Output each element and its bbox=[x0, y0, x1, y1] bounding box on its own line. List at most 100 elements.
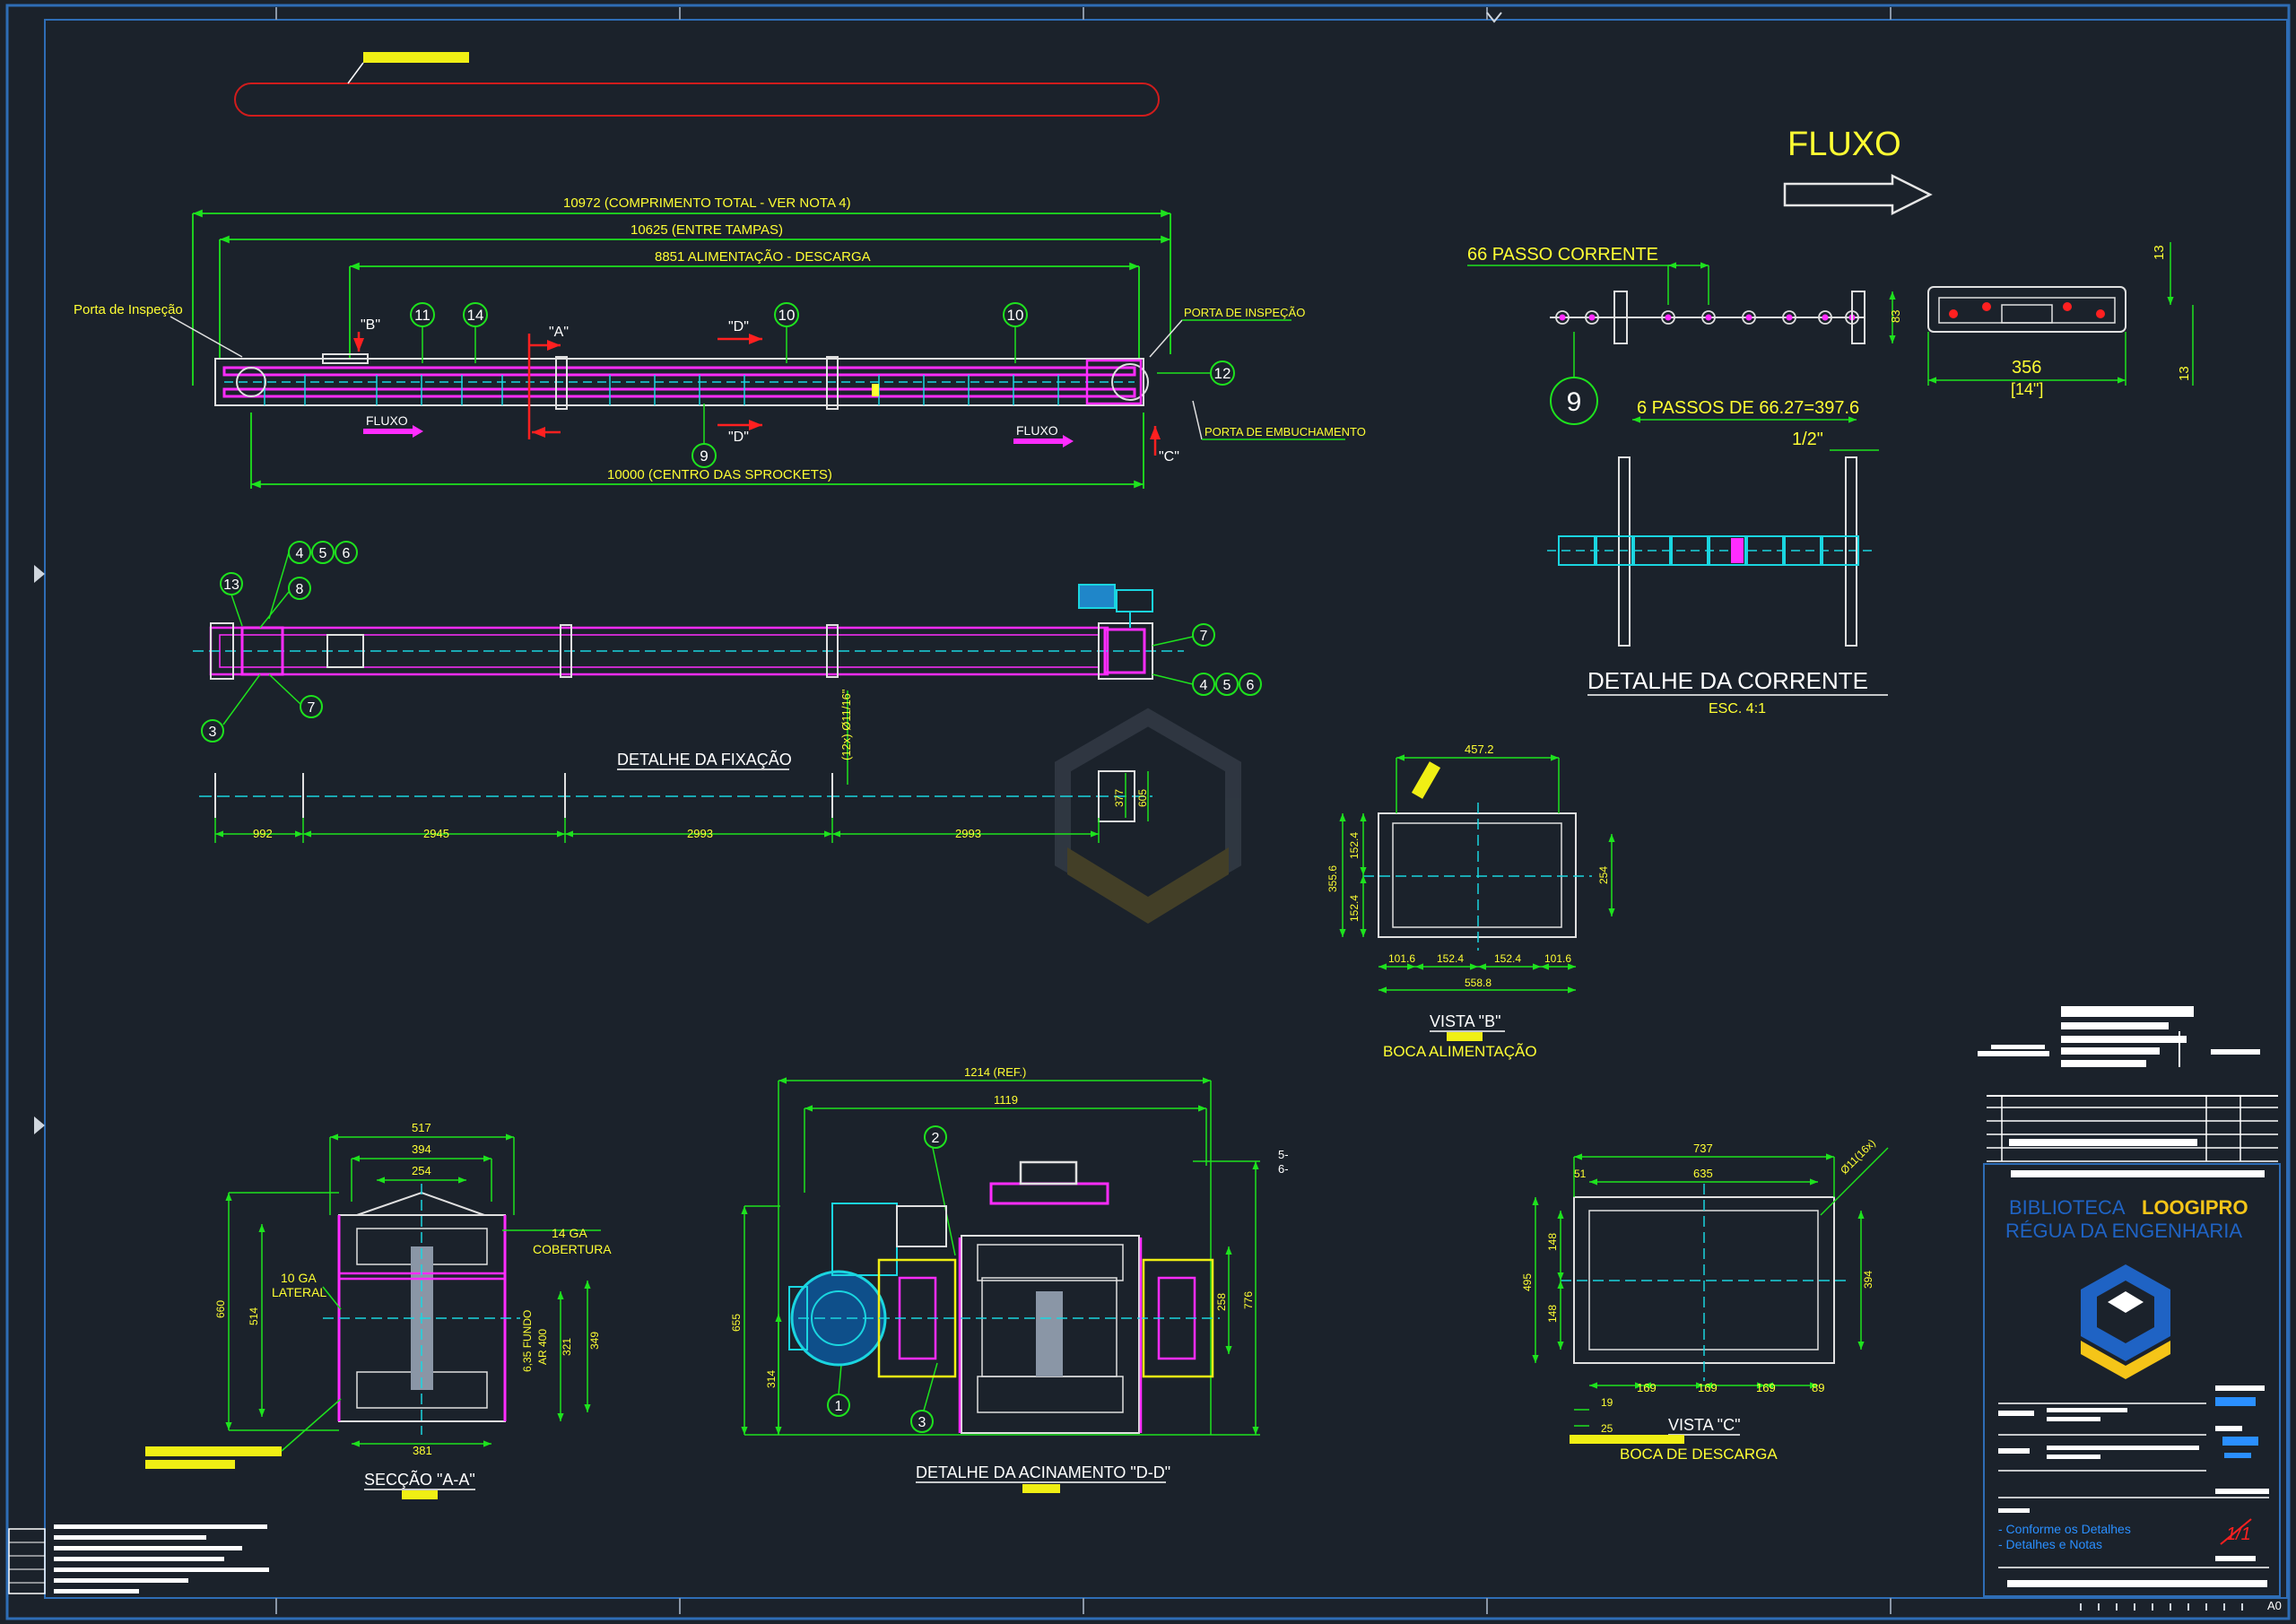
dim-alimentacao-descarga: 8851 ALIMENTAÇÃO - DESCARGA bbox=[655, 249, 871, 265]
fluxo-arrow-icon bbox=[1013, 435, 1074, 447]
dim-13-a: 13 bbox=[2152, 245, 2167, 260]
half-inch-label: 1/2" bbox=[1792, 430, 1823, 449]
note-5: 5- bbox=[1278, 1148, 1289, 1161]
title-block: BIBLIOTECA LOOGIPRO RÉGUA DA ENGENHARIA … bbox=[1983, 1163, 2282, 1612]
dim-51: 51 bbox=[1574, 1168, 1587, 1180]
redacted-tag bbox=[1022, 1484, 1060, 1493]
watermark-logo-icon bbox=[1055, 708, 1241, 924]
dim-152-b: 152.4 bbox=[1348, 895, 1361, 922]
dim-660: 660 bbox=[214, 1300, 227, 1318]
balloon-11: 11 bbox=[414, 307, 430, 324]
dim-258: 258 bbox=[1215, 1293, 1228, 1311]
dim-14in: [14"] bbox=[2011, 380, 2043, 398]
dim-655: 655 bbox=[730, 1314, 743, 1332]
dim-13-b: 13 bbox=[2177, 366, 2192, 381]
dim-321: 321 bbox=[561, 1338, 573, 1356]
balloon-7: 7 bbox=[1200, 629, 1208, 644]
dim-558: 558.8 bbox=[1465, 977, 1492, 989]
sheet-number: 1/1 bbox=[2226, 1524, 2251, 1544]
redacted-tag bbox=[1411, 761, 1441, 799]
furos-label: (12x) Ø11/16" bbox=[839, 689, 853, 760]
sheet-frame bbox=[5, 4, 2291, 1620]
balloon-12: 12 bbox=[1214, 365, 1231, 382]
dim-148-b: 148 bbox=[1546, 1305, 1559, 1323]
dim-169-c: 169 bbox=[1756, 1381, 1776, 1394]
passo-corrente-label: 66 PASSO CORRENTE bbox=[1467, 245, 1658, 265]
ar400-label: AR 400 bbox=[536, 1329, 549, 1365]
vista-c: 737 635 51 495 148 148 394 169 169 169 8… bbox=[1521, 1136, 1889, 1463]
general-notes bbox=[8, 1524, 269, 1594]
vista-b: 457.2 355.6 152.4 152.4 254 101.6 152.4 … bbox=[1326, 743, 1615, 1060]
loogipro-logo-icon bbox=[2081, 1264, 2170, 1379]
dim-314: 314 bbox=[765, 1370, 778, 1388]
gauge-10-label: 10 GA bbox=[281, 1271, 317, 1285]
redacted-tag bbox=[145, 1446, 282, 1456]
note-6: 6- bbox=[1278, 1162, 1289, 1176]
dim-605: 605 bbox=[1136, 789, 1149, 807]
redacted-tag bbox=[363, 52, 469, 63]
chain-detail: 66 PASSO CORRENTE 83 9 bbox=[1467, 242, 2194, 716]
conveyor-elevation-view: 10972 (COMPRIMENTO TOTAL - VER NOTA 4) 1… bbox=[74, 195, 1366, 489]
dim-101-b: 101.6 bbox=[1544, 952, 1571, 965]
detalhe-fixacao-title: DETALHE DA FIXAÇÃO bbox=[617, 750, 792, 769]
dim-152-c: 152.4 bbox=[1437, 952, 1464, 965]
redacted-tag bbox=[1570, 1435, 1684, 1444]
note-1: - Conforme os Detalhes bbox=[1998, 1522, 2131, 1536]
escala-label: ESC. 4:1 bbox=[1709, 701, 1766, 716]
fluxo-arrow-icon bbox=[1783, 173, 1933, 216]
dim-centro-sprockets: 10000 (CENTRO DAS SPROCKETS) bbox=[607, 467, 832, 482]
section-c-label: "C" bbox=[1159, 449, 1179, 465]
balloon-5: 5 bbox=[1223, 678, 1231, 693]
porta-inspecao-left: Porta de Inspeção bbox=[74, 302, 183, 317]
dim-381: 381 bbox=[413, 1444, 432, 1457]
dim-101-a: 101.6 bbox=[1388, 952, 1415, 965]
dim-517: 517 bbox=[412, 1121, 431, 1134]
dim-355: 355.6 bbox=[1326, 865, 1339, 892]
balloon-1: 1 bbox=[835, 1399, 843, 1414]
dim-comprimento-total: 10972 (COMPRIMENTO TOTAL - VER NOTA 4) bbox=[563, 195, 851, 211]
dim-737: 737 bbox=[1693, 1142, 1713, 1155]
balloon-8: 8 bbox=[296, 582, 304, 597]
detalhe-corrente-title: DETALHE DA CORRENTE bbox=[1587, 667, 1868, 694]
fluxo-label-2: FLUXO bbox=[1016, 423, 1058, 438]
boca-descarga-label: BOCA DE DESCARGA bbox=[1620, 1446, 1778, 1463]
dim-254: 254 bbox=[412, 1164, 431, 1177]
revision-table bbox=[1978, 1006, 2278, 1162]
furos-c-label: Ø11(16x) bbox=[1838, 1136, 1878, 1177]
dim-152-a: 152.4 bbox=[1348, 832, 1361, 859]
balloon-7: 7 bbox=[308, 700, 316, 716]
conveyor-plan-view: 4 5 6 13 8 3 7 7 4 5 6 bbox=[193, 541, 1262, 743]
dim-entre-tampas: 10625 (ENTRE TAMPAS) bbox=[631, 222, 783, 238]
section-d-bottom-label: "D" bbox=[728, 430, 749, 445]
dim-169-a: 169 bbox=[1637, 1381, 1657, 1394]
balloon-6: 6 bbox=[1247, 678, 1255, 693]
dim-89: 89 bbox=[1812, 1381, 1824, 1394]
dim-254: 254 bbox=[1597, 866, 1610, 884]
dim-635: 635 bbox=[1693, 1167, 1713, 1180]
note-2: - Detalhes e Notas bbox=[1998, 1537, 2102, 1551]
dim-349: 349 bbox=[588, 1332, 601, 1350]
dim-1214: 1214 (REF.) bbox=[964, 1065, 1026, 1079]
detalhe-acionamento-title: DETALHE DA ACINAMENTO "D-D" bbox=[916, 1463, 1170, 1481]
brand-line-2: RÉGUA DA ENGENHARIA bbox=[2005, 1220, 2242, 1242]
dim-83: 83 bbox=[1889, 310, 1902, 323]
secao-aa: 517 394 254 660 514 321 349 381 14 GA CO… bbox=[145, 1121, 612, 1499]
dim-2993-b: 2993 bbox=[955, 827, 981, 840]
balloon-3: 3 bbox=[209, 725, 217, 740]
balloon-4: 4 bbox=[296, 546, 304, 561]
dim-2945: 2945 bbox=[423, 827, 449, 840]
dim-457: 457.2 bbox=[1465, 743, 1494, 756]
sheet-size: A0 bbox=[2267, 1599, 2282, 1612]
dim-19: 19 bbox=[1601, 1396, 1613, 1409]
balloon-9: 9 bbox=[700, 447, 708, 465]
revision-cloud bbox=[234, 83, 1160, 117]
balloon-3: 3 bbox=[918, 1415, 926, 1430]
porta-inspecao-right: PORTA DE INSPEÇÃO bbox=[1184, 306, 1305, 319]
center-mark-icon bbox=[34, 565, 45, 583]
fluxo-label-1: FLUXO bbox=[366, 413, 408, 428]
redacted-tag bbox=[402, 1490, 438, 1499]
detalhe-acionamento: 1214 (REF.) 1119 655 314 258 776 5- 6- bbox=[730, 1065, 1289, 1493]
brand-line-1: BIBLIOTECA bbox=[2009, 1196, 2126, 1219]
